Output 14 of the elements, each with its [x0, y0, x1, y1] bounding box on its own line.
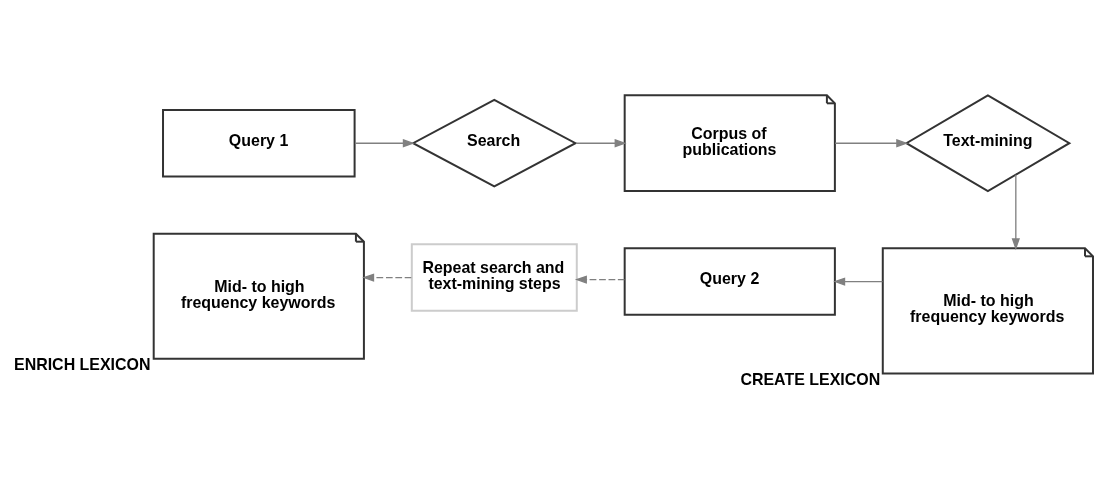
arrow [1011, 174, 1021, 251]
arrow [834, 139, 909, 148]
node-box: Query 1 [162, 108, 356, 178]
arrow [574, 275, 626, 284]
node-label: ENRICH LEXICON [14, 356, 151, 374]
node-label: CREATE LEXICON [740, 370, 881, 388]
arrow [362, 273, 412, 282]
node-diamond: Text-mining [904, 94, 1072, 193]
arrow [575, 139, 627, 148]
node-box: Query 2 [623, 247, 836, 316]
node-box: Repeat search and text-mining steps [410, 243, 578, 312]
arrow [833, 277, 884, 286]
arrow [354, 139, 415, 148]
node-diamond: Search [411, 98, 578, 188]
